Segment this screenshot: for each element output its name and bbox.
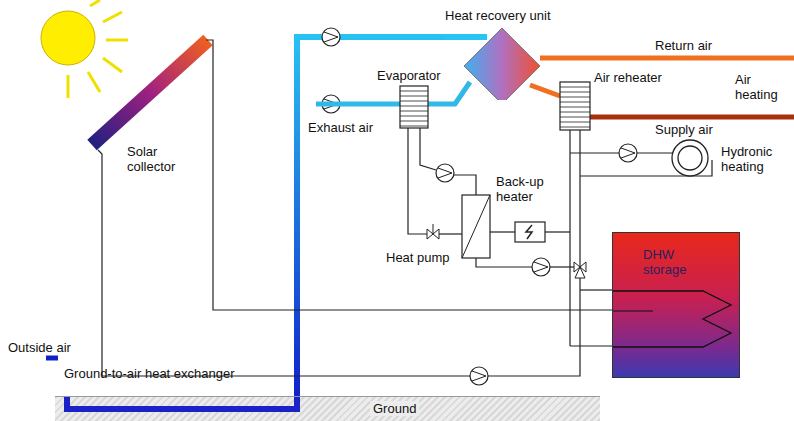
fan-mark xyxy=(324,32,338,42)
storage-tank: DHW storage xyxy=(612,232,740,378)
reheater-coil xyxy=(560,82,590,130)
node-text: Heat recovery unit xyxy=(445,8,569,23)
part-label: Ground-to-air heat exchanger xyxy=(64,366,235,381)
pump-marks xyxy=(324,99,635,381)
part-label: Back-up heater xyxy=(496,174,558,204)
lightning-symbol xyxy=(526,225,532,239)
part-label: Supply air xyxy=(655,122,713,137)
part-label: Air heating xyxy=(735,72,789,102)
heat-recovery-diamond: Heat recovery unit xyxy=(445,8,569,100)
pump-symbols xyxy=(322,95,637,385)
exhaust-duct xyxy=(428,82,470,104)
heating-coil xyxy=(613,233,741,379)
solar-collector xyxy=(92,40,208,145)
air-duct xyxy=(297,37,445,396)
part-label: Heat pump xyxy=(386,250,450,265)
heat-exchanger-diagonal xyxy=(462,195,490,258)
part-label: Outside air xyxy=(8,340,71,355)
sun xyxy=(41,0,128,98)
outside-air-inlet xyxy=(46,356,58,361)
exhaust-duct xyxy=(316,102,400,107)
valve-stem xyxy=(433,224,434,234)
heat-exchanger xyxy=(462,195,490,258)
fan-symbol xyxy=(322,28,340,46)
backup-heater xyxy=(515,222,545,242)
radiator-symbol xyxy=(672,140,708,176)
node-text: DHW storage xyxy=(643,247,703,277)
return-air-duct xyxy=(540,56,794,61)
part-label: Return air xyxy=(655,38,712,53)
part-label: Solar collector xyxy=(127,144,197,174)
evaporator-coil xyxy=(400,86,428,128)
node-text: Ground xyxy=(370,401,419,416)
part-label: Evaporator xyxy=(377,68,441,83)
supply-duct xyxy=(530,85,560,96)
ground-pipe xyxy=(55,397,600,421)
part-label: Exhaust air xyxy=(308,120,373,135)
supply-air-duct xyxy=(590,115,794,120)
part-label: Hydronic heating xyxy=(721,144,787,174)
three-way-valve xyxy=(575,267,585,278)
ground-band: Ground xyxy=(55,396,600,421)
part-label: Air reheater xyxy=(594,70,662,85)
